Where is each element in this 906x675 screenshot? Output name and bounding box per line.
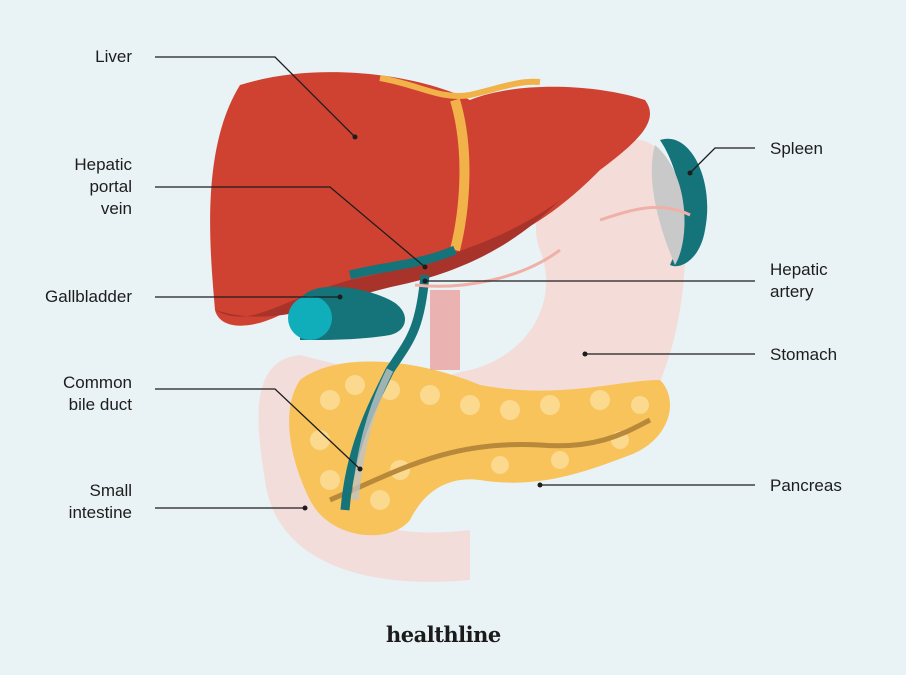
label-gallbladder: Gallbladder xyxy=(45,287,132,306)
pancreas-lobules xyxy=(310,375,649,510)
liver xyxy=(210,72,650,326)
label-small-intestine: Small intestine xyxy=(68,481,132,522)
label-hepatic-artery: Hepatic artery xyxy=(770,260,828,301)
leader-lines xyxy=(155,56,755,509)
label-spleen: Spleen xyxy=(770,139,823,158)
label-hepatic-portal-vein: Hepatic portal vein xyxy=(74,155,132,218)
label-pancreas: Pancreas xyxy=(770,476,842,495)
spleen xyxy=(660,138,708,267)
label-liver: Liver xyxy=(95,47,132,66)
label-stomach: Stomach xyxy=(770,345,838,364)
label-common-bile-duct: Common bile duct xyxy=(63,373,132,414)
healthline-logo: healthline xyxy=(386,622,501,647)
